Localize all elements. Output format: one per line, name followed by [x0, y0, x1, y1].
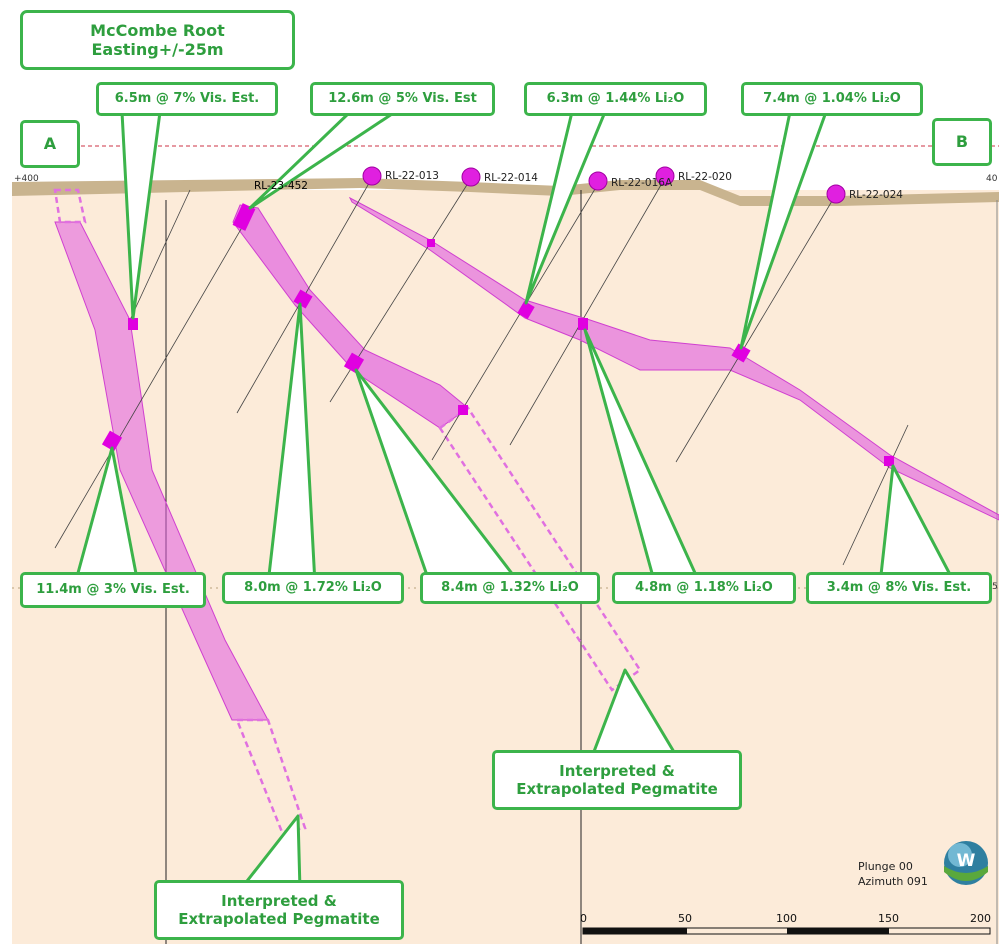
drillhole-label: RL-22-024	[849, 189, 903, 201]
scale-tick: 50	[678, 912, 692, 925]
collar-marker	[655, 166, 675, 186]
scale-tick: 0	[580, 912, 587, 925]
scale-bar-segment	[787, 928, 889, 934]
interpretation-line-2: Extrapolated Pegmatite	[178, 910, 380, 928]
plunge-text: Plunge 00	[858, 860, 913, 873]
pegmatite-body-east	[348, 196, 999, 521]
intercept-marker	[293, 289, 313, 309]
intercept-marker	[101, 430, 123, 452]
interpretation-callout: Interpreted & Extrapolated Pegmatite	[492, 750, 742, 810]
drillhole-label: RL-23-452	[254, 180, 308, 192]
drill-trace-rl-22-024	[675, 195, 836, 463]
intercept-marker	[458, 405, 468, 415]
topographic-surface	[12, 178, 999, 206]
scale-tick: 150	[878, 912, 899, 925]
intercept-callout: 8.0m @ 1.72% Li₂O	[222, 572, 404, 604]
collars	[362, 166, 846, 204]
collar-marker	[461, 167, 481, 187]
intercept-callout: 4.8m @ 1.18% Li₂O	[612, 572, 796, 604]
title-box: McCombe Root Easting+/-25m	[20, 10, 295, 70]
intercept-marker	[343, 352, 365, 374]
section-end-label: B	[932, 118, 992, 166]
intercept-marker	[578, 318, 588, 330]
intercept-marker	[427, 239, 435, 247]
intercept-callout: 11.4m @ 3% Vis. Est.	[20, 572, 206, 608]
azimuth-text: Azimuth 091	[858, 875, 928, 888]
scale-bar	[582, 927, 991, 935]
pegmatite-extrapolated-top	[53, 188, 87, 224]
interpretation-line-1: Interpreted &	[221, 892, 337, 910]
compass-highlight	[948, 843, 972, 867]
drill-trace-rl-23-452	[54, 199, 259, 549]
intercept-marker	[517, 300, 535, 320]
drillhole-label: RL-22-013	[385, 170, 439, 182]
callout-pointers	[73, 110, 957, 892]
pegmatite-extrapolated-west	[235, 718, 307, 834]
compass-icon	[944, 841, 988, 885]
drill-trace-east	[842, 424, 909, 566]
collar-marker	[826, 184, 846, 204]
collar-marker	[362, 166, 382, 186]
intercept-callout: 6.5m @ 7% Vis. Est.	[96, 82, 278, 116]
elevation-label-top-right: 40	[986, 174, 998, 184]
interpretation-callout: Interpreted & Extrapolated Pegmatite	[154, 880, 404, 940]
drillhole-label: RL-22-014	[484, 172, 538, 184]
elevation-label-top-left: +400	[14, 174, 39, 184]
drill-trace-rl-22-020	[509, 177, 666, 446]
scale-bar-segment	[583, 928, 687, 934]
intercept-callout: 6.3m @ 1.44% Li₂O	[524, 82, 707, 116]
drillhole-label: RL-22-020	[678, 171, 732, 183]
drillhole-label: RL-22-016A	[611, 177, 673, 189]
title-line-1: McCombe Root	[90, 20, 225, 40]
intercept-callout: 3.4m @ 8% Vis. Est.	[806, 572, 992, 604]
intercept-marker	[731, 343, 751, 363]
intercept-markers	[101, 203, 894, 466]
scale-tick: 100	[776, 912, 797, 925]
intercept-callout: 8.4m @ 1.32% Li₂O	[420, 572, 600, 604]
drill-trace-west	[129, 189, 191, 321]
collar-marker	[588, 171, 608, 191]
intercept-marker	[232, 203, 256, 231]
intercept-marker	[128, 318, 138, 330]
intercept-marker	[884, 456, 894, 466]
elevation-label-mid-right: 5	[992, 582, 998, 592]
compass-letter: W	[956, 851, 976, 871]
interpretation-line-2: Extrapolated Pegmatite	[516, 780, 718, 798]
section-start-label: A	[20, 120, 80, 168]
scale-bar-outline	[582, 927, 991, 935]
compass-land	[944, 866, 988, 881]
interpretation-line-1: Interpreted &	[559, 762, 675, 780]
scale-tick: 200	[970, 912, 991, 925]
title-line-2: Easting+/-25m	[91, 40, 224, 59]
intercept-callout: 7.4m @ 1.04% Li₂O	[741, 82, 923, 116]
intercept-callout: 12.6m @ 5% Vis. Est	[310, 82, 495, 116]
